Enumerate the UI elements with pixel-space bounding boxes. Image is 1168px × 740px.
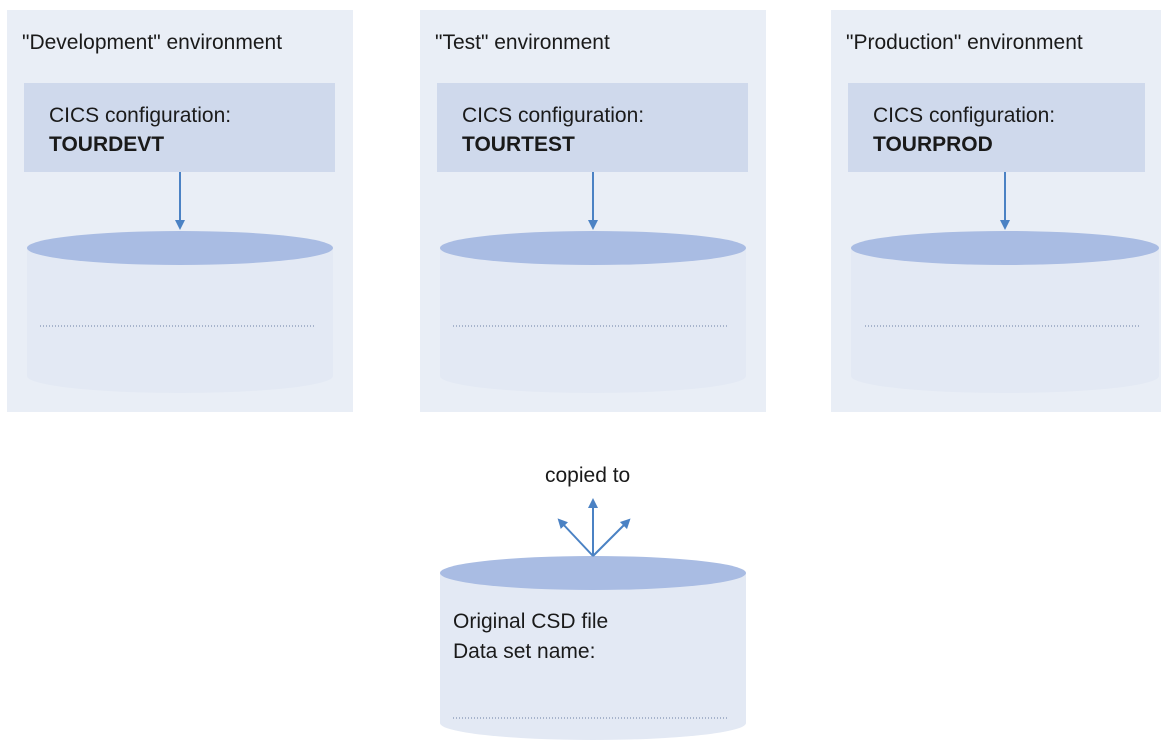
cics-configuration-label: CICS configuration: (873, 104, 1056, 127)
csd-dataset-name: .TOUR.TEST.DFHCSD (445, 346, 661, 369)
test-environment-panel: "Test" environment CICS configuration: T… (420, 10, 766, 412)
cics-configuration-box: CICS configuration: TOURTEST (437, 83, 748, 172)
cylinder-top (440, 556, 746, 590)
copy-arrow-right (592, 518, 631, 557)
cics-configuration-box: CICS configuration: TOURDEVT (24, 83, 335, 172)
original-csd-file-label: Original CSD file (453, 610, 609, 633)
environment-title: "Test" environment (435, 31, 610, 54)
csd-dataset-name: .TOUR.DEVT.DFHCSD (32, 346, 250, 369)
cics-configuration-name: TOURPROD (873, 133, 993, 156)
cics-configuration-name: TOURTEST (462, 133, 575, 156)
copy-arrow-left (557, 518, 594, 557)
cics-configuration-name: TOURDEVT (49, 133, 165, 156)
copied-to-label: copied to (545, 464, 631, 487)
csd-dataset-name: .TOUR.PROD.DFHCSD (856, 346, 1081, 369)
environment-title: "Development" environment (22, 31, 283, 54)
cics-configuration-label: CICS configuration: (462, 104, 645, 127)
cics-configuration-box: CICS configuration: TOURPROD (848, 83, 1145, 172)
development-environment-panel: "Development" environment CICS configura… (7, 10, 353, 412)
production-environment-panel: "Production" environment CICS configurat… (831, 10, 1161, 412)
environment-title: "Production" environment (846, 31, 1083, 54)
data-set-name-label: Data set name: (453, 640, 596, 663)
cics-configuration-label: CICS configuration: (49, 104, 232, 127)
copy-arrows (557, 498, 631, 557)
